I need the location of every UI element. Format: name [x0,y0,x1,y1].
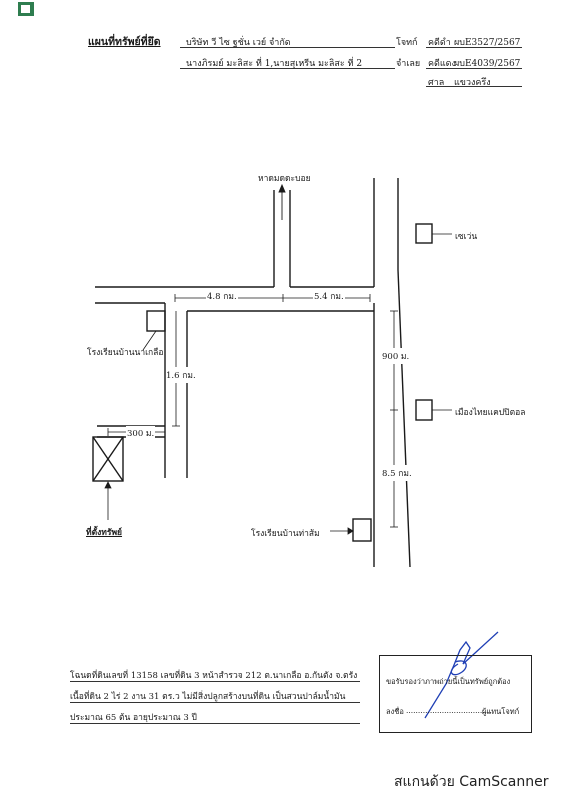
school-thasom-arrowhead [347,527,354,535]
signature-loop [450,660,467,676]
property-plot-cross-b [92,436,124,482]
scanner-corner-mark [18,2,34,16]
north-road-label: หาดมดดะบอย [258,174,311,184]
case-black-number: ผบE3527/2567 [454,38,521,48]
camscanner-watermark: สแกนด้วย CamScanner [394,774,549,790]
north-arrow-head [278,183,286,193]
distance-900m: 900 ม. [382,348,410,364]
distance-4-8km: 4.8 กม. [206,289,238,303]
distance-8-5km: 8.5 กม. [382,465,412,481]
property-arrowhead [104,481,112,489]
mueang-thai-marker [415,399,433,421]
school-naklua-label: โรงเรียนบ้านนาเกลือ [87,348,164,358]
seven-eleven-marker [415,223,433,244]
school-naklua-marker [146,310,166,332]
school-naklua-leader [142,330,157,351]
school-thasom-label: โรงเรียนบ้านท่าส้ม [251,529,320,539]
court-underline [426,86,522,87]
deed-line-1-underline [70,681,360,682]
case-red-number: ผบE4039/2567 [454,59,521,69]
defendant-label: จำเลย [396,59,421,69]
property-location-label: ที่ตั้งทรัพย์ [86,528,123,538]
seven-eleven-label: เซเว่น [455,232,478,242]
defendants-underline [180,68,395,69]
deed-line-2: เนื้อที่ดิน 2 ไร่ 2 งาน 31 ตร.ว ไม่มีสิ่… [70,692,346,702]
case-red-label: คดีแดง [428,59,456,69]
distance-300m: 300 ม. [126,426,156,440]
signature-label: ลงชื่อ [386,707,404,716]
school-thasom-marker [352,518,372,542]
certification-box: ขอรับรองว่าภาพถ่ายนี้เป็นทรัพย์ถูกต้อง ล… [379,655,532,733]
distance-1-6km: 1.6 กม. [166,367,196,383]
deed-line-2-underline [70,702,360,703]
main-road-outer-bottom [397,269,411,568]
distance-5-4km: 5.4 กม. [313,289,345,303]
court-label: ศาล [428,78,445,88]
signature-dots: .................................... [406,706,492,715]
defendants: นางภิรมย์ มะลิสะ ที่ 1,นายสุเหรีน มะลิสะ… [186,59,363,69]
case-black-underline [426,47,522,48]
court-name: แขวงครึง [454,78,491,88]
property-plot [92,436,124,482]
company-name: บริษัท วี ไซ ฐชั่น เวย์ จำกัด [186,38,291,48]
mueang-thai-label: เมืองไทยแคปปิตอล [455,408,526,418]
case-red-underline [426,68,522,69]
company-underline [180,47,395,48]
deed-line-3-underline [70,723,360,724]
plaintiff-label: โจทก์ [396,38,418,48]
case-black-label: คดีดำ [428,38,451,48]
certification-text: ขอรับรองว่าภาพถ่ายนี้เป็นทรัพย์ถูกต้อง [386,677,511,686]
signature-role: ผู้แทนโจทก์ [482,707,520,716]
deed-line-3: ประมาณ 65 ต้น อายุประมาณ 3 ปี [70,713,197,723]
deed-line-1: โฉนดที่ดินเลขที่ 13158 เลขที่ดิน 3 หน้าส… [70,671,358,681]
document-title: แผนที่ทรัพย์ที่ยึด [88,36,161,48]
